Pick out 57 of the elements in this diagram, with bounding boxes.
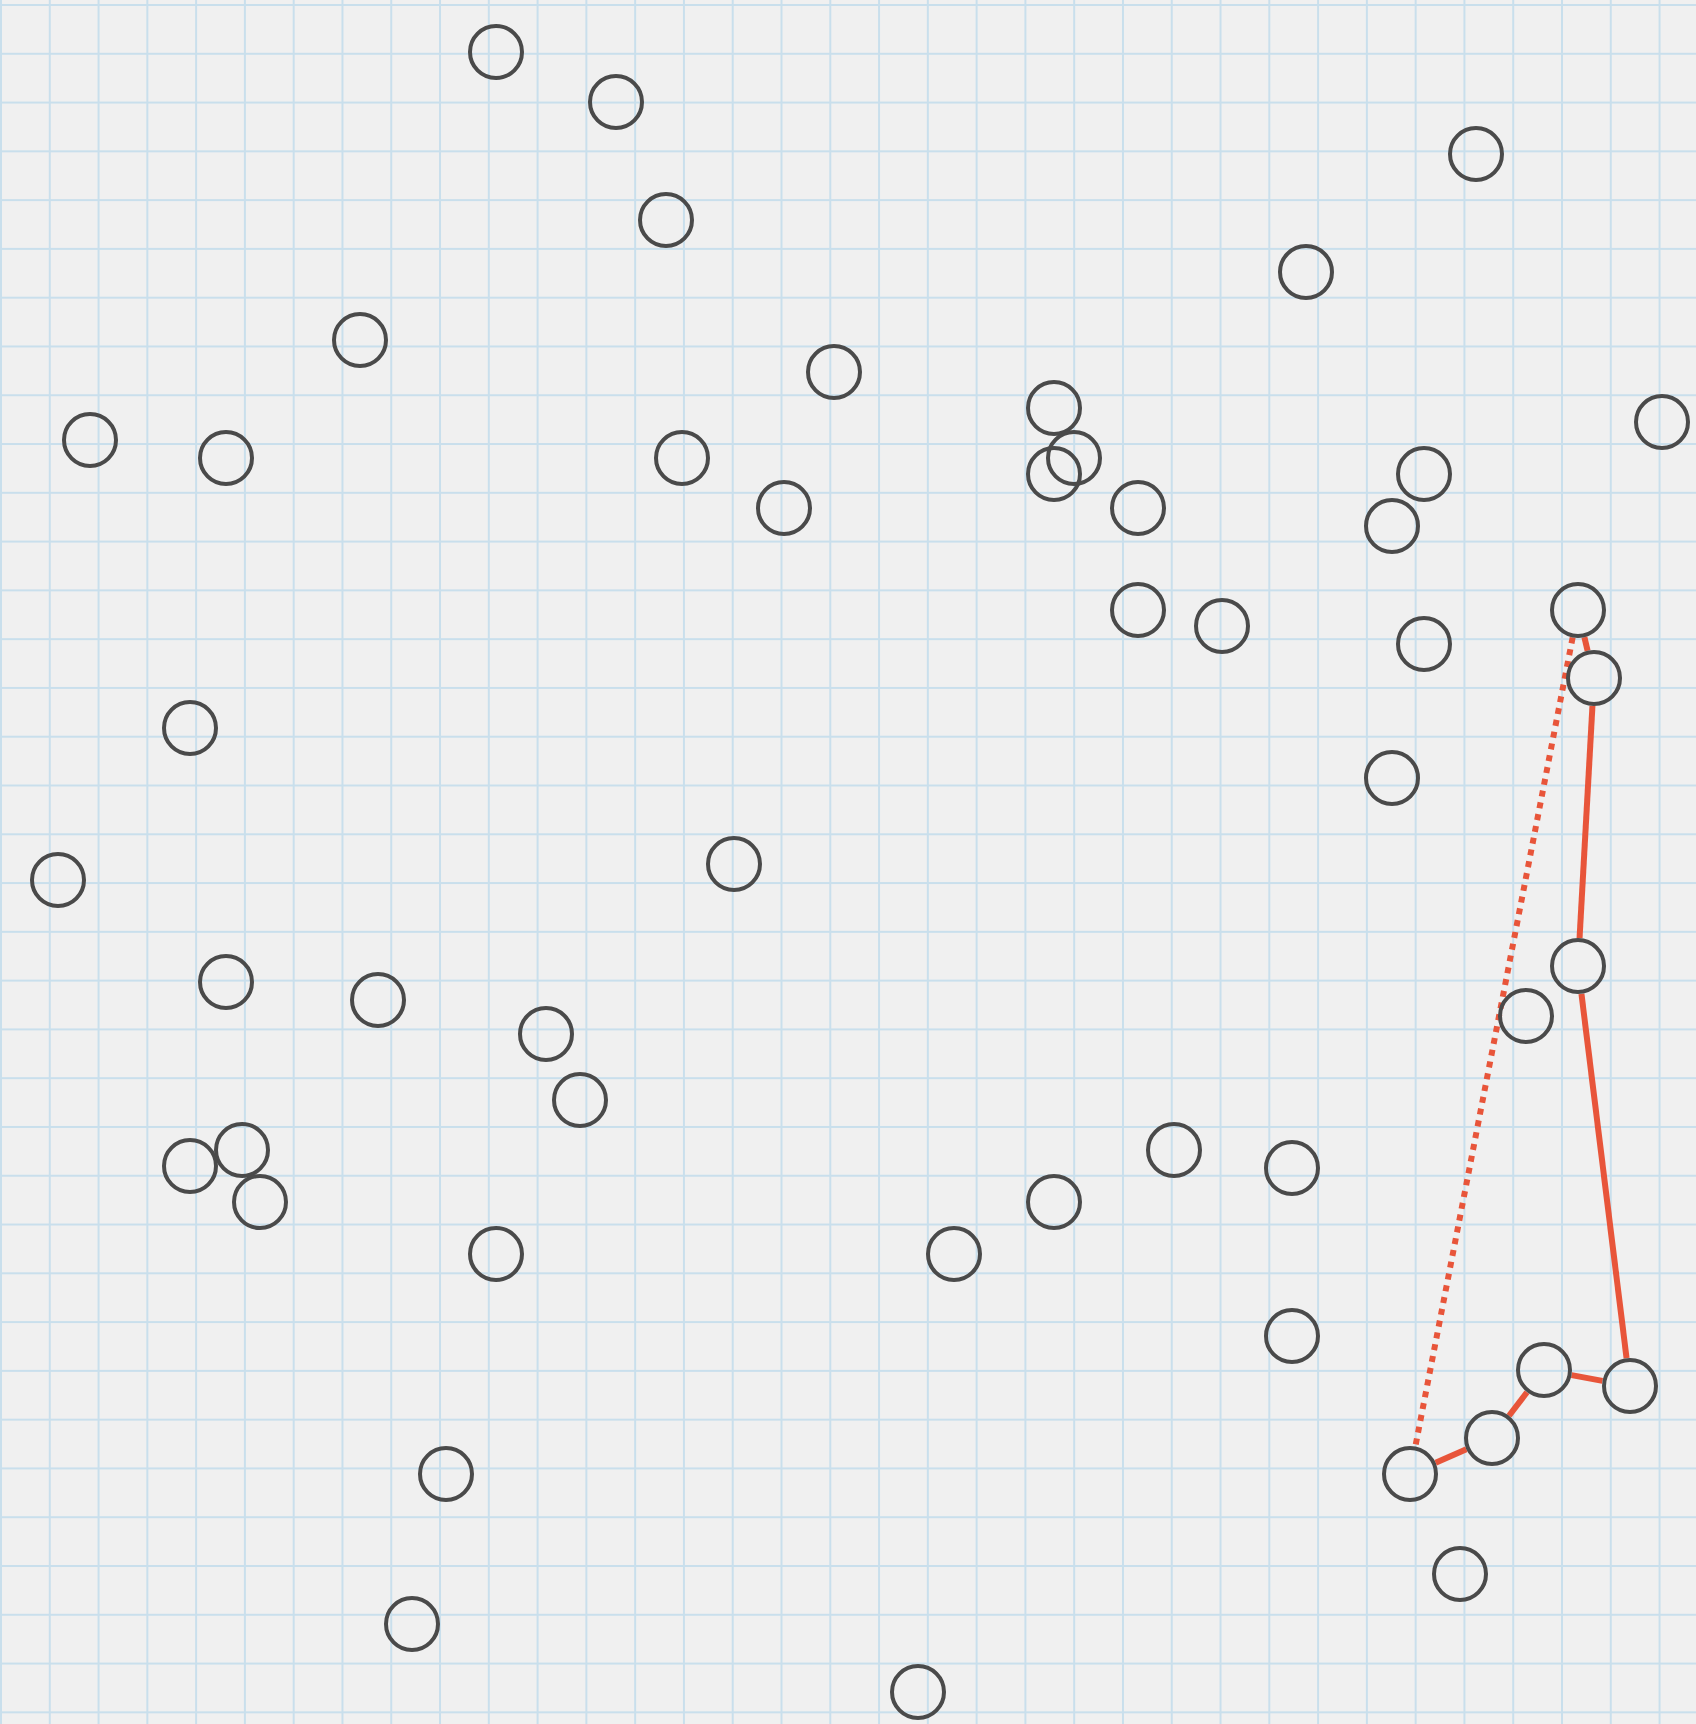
circle-marker xyxy=(1110,480,1166,536)
circle-marker xyxy=(518,1006,574,1062)
circle-marker xyxy=(232,1174,288,1230)
circle-marker xyxy=(384,1596,440,1652)
circle-marker xyxy=(1566,650,1622,706)
circle-marker xyxy=(468,1226,524,1282)
circle-marker xyxy=(1046,430,1102,486)
line-segment xyxy=(1581,636,1591,652)
line-segment xyxy=(1571,1372,1603,1384)
circle-marker xyxy=(806,344,862,400)
circle-marker xyxy=(654,430,710,486)
circle-marker xyxy=(706,836,762,892)
circle-marker xyxy=(468,24,524,80)
circle-marker xyxy=(1396,446,1452,502)
circle-marker xyxy=(1516,1342,1572,1398)
circle-marker xyxy=(1194,598,1250,654)
circle-marker xyxy=(418,1446,474,1502)
dotted-line xyxy=(1412,636,1576,1448)
circle-marker xyxy=(1364,750,1420,806)
circle-marker xyxy=(198,430,254,486)
circle-marker xyxy=(1448,126,1504,182)
circle-marker xyxy=(890,1664,946,1720)
circle-marker xyxy=(162,700,218,756)
circle-marker xyxy=(1550,938,1606,994)
circle-marker xyxy=(1278,244,1334,300)
circle-marker xyxy=(1026,1174,1082,1230)
line-segment xyxy=(1434,1446,1468,1466)
circle-marker xyxy=(1602,1358,1658,1414)
circle-marker xyxy=(1026,380,1082,436)
circle-marker xyxy=(1432,1546,1488,1602)
circle-marker xyxy=(1264,1308,1320,1364)
circle-marker xyxy=(1464,1410,1520,1466)
circle-marker xyxy=(1110,582,1166,638)
circle-marker xyxy=(638,192,694,248)
line-segment xyxy=(1506,1390,1530,1418)
circle-marker xyxy=(588,74,644,130)
circle-marker xyxy=(30,852,86,908)
circle-marker xyxy=(926,1226,982,1282)
circle-marker xyxy=(1396,616,1452,672)
circle-marker xyxy=(1264,1140,1320,1196)
circle-marker xyxy=(1364,498,1420,554)
circle-marker xyxy=(1498,988,1554,1044)
circle-marker xyxy=(350,972,406,1028)
line-segment xyxy=(1578,993,1630,1359)
circle-marker xyxy=(214,1122,270,1178)
circle-marker xyxy=(552,1072,608,1128)
circle-marker xyxy=(1146,1122,1202,1178)
circle-marker xyxy=(1634,394,1690,450)
line-segment xyxy=(1576,705,1596,939)
circle-marker xyxy=(1382,1446,1438,1502)
circle-marker xyxy=(198,954,254,1010)
circle-marker xyxy=(1550,582,1606,638)
circle-marker xyxy=(162,1138,218,1194)
circle-marker xyxy=(1026,446,1082,502)
circle-marker xyxy=(332,312,388,368)
circle-marker xyxy=(756,480,812,536)
circle-marker xyxy=(62,412,118,468)
